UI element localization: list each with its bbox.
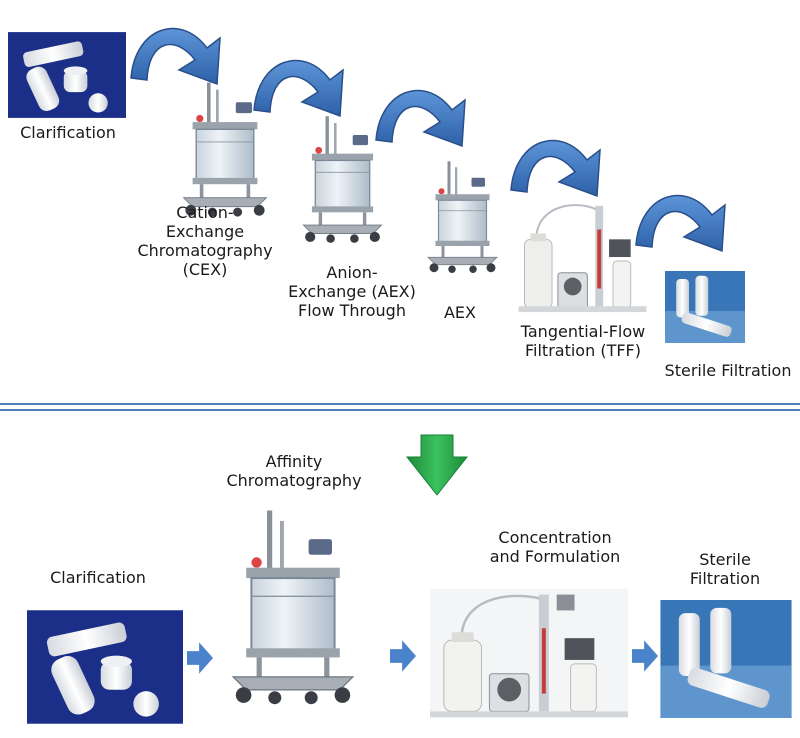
right-arrow-icon [632, 640, 658, 672]
clarification-photo-top [8, 32, 126, 118]
curved-arrow-icon [125, 8, 235, 88]
label-concentration: Concentration and Formulation [489, 528, 621, 566]
label-tff: Tangential-Flow Filtration (TFF) [520, 322, 646, 360]
label-aex-flow-through: Anion- Exchange (AEX) Flow Through [288, 263, 416, 320]
label-sterile-bottom: Sterile Filtration [689, 550, 761, 588]
curved-arrow-icon [370, 70, 480, 150]
label-clarification-bottom: Clarification [50, 568, 146, 587]
concentration-setup-photo [430, 588, 628, 718]
right-arrow-icon [187, 642, 213, 674]
right-arrow-icon [390, 640, 416, 672]
tff-setup-photo [515, 200, 650, 318]
label-affinity: Affinity Chromatography [226, 452, 362, 490]
label-clarification-top: Clarification [20, 123, 116, 142]
curved-arrow-icon [505, 120, 615, 200]
sterile-filter-photo-bottom [660, 600, 792, 718]
aex-flowthrough-column-photo [300, 110, 385, 250]
label-sterile-top: Sterile Filtration [664, 361, 792, 380]
label-aex: AEX [443, 303, 476, 322]
down-arrow-icon [405, 433, 469, 497]
section-divider [0, 403, 800, 405]
cex-column-photo [180, 80, 270, 220]
section-divider [0, 409, 800, 411]
affinity-column-photo [228, 508, 358, 708]
label-cex: Cation- Exchange Chromatography (CEX) [137, 203, 273, 279]
sterile-filter-photo-top [665, 262, 745, 352]
clarification-photo-bottom [27, 609, 183, 725]
aex-column-photo [425, 155, 500, 280]
